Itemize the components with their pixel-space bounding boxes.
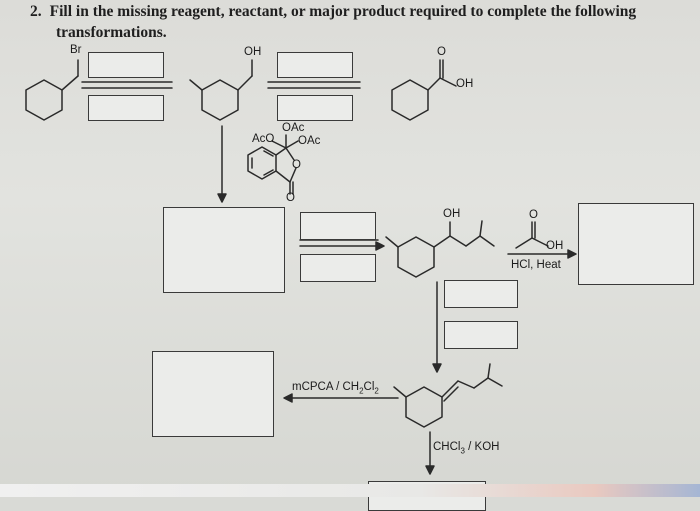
question-line2: transformations. [56,24,167,41]
label-dmp-aco: AcO [252,133,275,145]
top-arrow-2 [267,81,361,89]
label-oh-acid-mid: OH [546,240,564,252]
answer-box-product-right[interactable] [578,203,694,285]
label-mcpba-sub: 2 [359,386,364,396]
answer-box-top-reagent-4[interactable] [277,95,353,121]
label-o-top: O [437,46,446,58]
label-hcl-heat: HCl, Heat [511,259,561,271]
reaction-scheme-drawing [25,59,577,475]
label-koh: / KOH [464,441,500,453]
secondary-alcohol-structure [385,220,495,278]
question-number: 2. [30,3,42,20]
bottom-edge-strip [0,484,700,497]
answer-box-top-reagent-2[interactable] [88,95,164,121]
answer-box-vertical-reagent-2[interactable] [444,321,518,349]
answer-box-epoxide-product[interactable] [152,351,274,437]
answer-box-top-reagent-3[interactable] [277,52,353,78]
label-mcpba: mCPCA / CH2Cl2 [292,381,379,395]
cyclohexylmethanol-structure [189,59,253,121]
cyclohexanecarboxylic-acid-structure [391,59,457,121]
label-o-acid-mid: O [529,209,538,221]
alkene-structure [393,363,503,428]
question-line1: Fill in the missing reagent, reactant, o… [49,3,637,20]
answer-box-mid-reagent-2[interactable] [300,254,376,282]
label-chcl3-sub: 3 [460,446,465,456]
top-arrow-1 [81,81,173,89]
label-oh-mid: OH [443,208,461,220]
label-mcpba-sub-b: 2 [374,386,379,396]
label-chcl3-koh: CHCl3 / KOH [433,441,499,455]
label-mcpba-cl: Cl [363,381,375,393]
dess-martin-periodinane-structure [247,134,299,195]
middle-arrow-left [299,239,385,251]
answer-box-mid-reagent-1[interactable] [300,212,376,240]
label-dmp-oac-right: OAc [298,135,321,147]
acetic-acid-structure [515,221,549,249]
label-dmp-o-ring: O [292,159,301,171]
answer-box-top-reagent-1[interactable] [88,52,164,78]
question-text: 2. Fill in the missing reagent, reactant,… [30,1,636,43]
label-oh-top: OH [244,46,262,58]
label-chcl3: CHCl [433,441,461,453]
label-dmp-oac-top: OAc [282,122,305,134]
answer-box-vertical-reagent-1[interactable] [444,280,518,308]
label-br: Br [70,44,82,56]
label-dmp-o-carbonyl: O [286,192,295,204]
cyclohexylmethyl-bromide-structure [25,59,79,121]
answer-box-product-left[interactable] [163,207,285,293]
label-mcpba-text: mCPCA / CH [292,381,360,393]
label-oh-acid-top: OH [456,78,474,90]
